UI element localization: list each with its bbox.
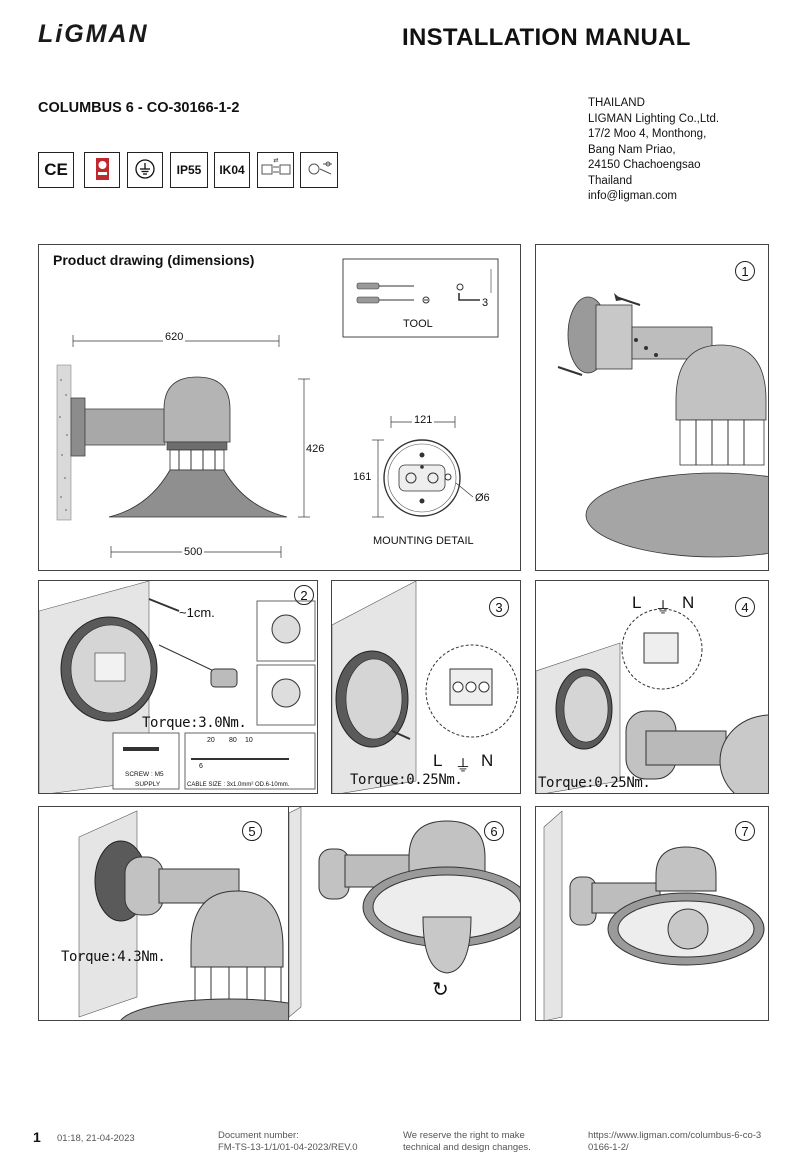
rights-notice: We reserve the right to make technical a… bbox=[403, 1130, 531, 1154]
drawing-heading: Product drawing (dimensions) bbox=[53, 252, 255, 268]
cable-size-label: CABLE SIZE : 3x1.0mm² OD.6-10mm. bbox=[187, 782, 290, 788]
brand-logo: LiGMAN bbox=[38, 20, 149, 48]
strip-length: 10 bbox=[245, 737, 253, 744]
step-number: 5 bbox=[242, 821, 262, 841]
docnum-label: Document number: bbox=[218, 1130, 299, 1141]
step-7-illustration bbox=[543, 810, 765, 1020]
step-6-panel: 6 ↻ bbox=[288, 806, 521, 1021]
dim-mount-height: 161 bbox=[353, 471, 372, 483]
strip-length: 20 bbox=[207, 737, 215, 744]
address-line: Thailand bbox=[588, 174, 633, 187]
address-line: LIGMAN Lighting Co.,Ltd. bbox=[588, 112, 720, 125]
rights-line: technical and design changes. bbox=[403, 1142, 531, 1153]
product-drawing-panel: Product drawing (dimensions) 620 426 500… bbox=[38, 244, 521, 571]
light-source-replace-icon bbox=[300, 152, 338, 188]
step-number: 7 bbox=[735, 821, 755, 841]
address-line: 17/2 Moo 4, Monthong, bbox=[588, 128, 707, 140]
dim-mount-hole: Ø6 bbox=[475, 492, 490, 504]
step-7-panel: 7 bbox=[535, 806, 769, 1021]
dim-mount-width: 121 bbox=[412, 414, 435, 426]
strip-small-length: 6 bbox=[199, 763, 203, 770]
ik-rating-badge: IK04 bbox=[214, 152, 250, 188]
tool-label: TOOL bbox=[403, 318, 433, 330]
rights-line: We reserve the right to make bbox=[403, 1130, 525, 1141]
tool-size: 3 bbox=[482, 297, 489, 309]
step-1-illustration bbox=[557, 293, 768, 558]
torque-label: Torque:3.0Nm. bbox=[142, 715, 247, 731]
step-5-panel: 5 Torque:4.3Nm. bbox=[38, 806, 318, 1021]
step-4-illustration bbox=[536, 608, 768, 793]
step-2-panel: 2 ~1cm. Torque:3.0Nm. SCREW : M5 SUPPLY … bbox=[38, 580, 318, 794]
page-number: 1 bbox=[33, 1129, 41, 1145]
strip-length: 80 bbox=[229, 737, 237, 744]
neutral-label: N bbox=[682, 593, 695, 612]
gap-label: ~1cm. bbox=[179, 605, 215, 620]
mounting-detail-label: MOUNTING DETAIL bbox=[373, 535, 474, 547]
torque-label: Torque:0.25Nm. bbox=[350, 772, 463, 788]
step-2-illustration bbox=[39, 581, 316, 793]
torque-label: Torque:4.3Nm. bbox=[61, 949, 166, 965]
address-email: info@ligman.com bbox=[588, 190, 678, 202]
address-line: THAILAND bbox=[588, 97, 645, 109]
live-label: L bbox=[433, 751, 443, 770]
supply-label: SUPPLY bbox=[135, 781, 161, 788]
dim-width-top: 620 bbox=[163, 331, 186, 343]
ip-rating-badge: IP55 bbox=[170, 152, 208, 188]
dim-height: 426 bbox=[305, 443, 326, 455]
page-title: INSTALLATION MANUAL bbox=[402, 24, 691, 51]
address-line: 24150 Chachoengsao bbox=[588, 159, 701, 171]
step-number: 3 bbox=[489, 597, 509, 617]
step-number: 1 bbox=[735, 261, 755, 281]
step-3-panel: 3 L ⏚ N Torque:0.25Nm. bbox=[331, 580, 521, 794]
step-5-illustration bbox=[78, 810, 317, 1020]
step-6-illustration bbox=[289, 807, 520, 1018]
product-url[interactable]: https://www.ligman.com/columbus-6-co-3 0… bbox=[588, 1130, 761, 1154]
rotate-icon: ↻ bbox=[432, 979, 449, 1001]
screw-label: SCREW : M5 bbox=[125, 771, 164, 778]
dim-width-bottom: 500 bbox=[182, 546, 205, 558]
earth-icon: ⏚ bbox=[455, 758, 472, 775]
step-4-panel: L ⏚ N 4 Torque:0.25Nm. bbox=[535, 580, 769, 794]
live-label: L bbox=[632, 593, 642, 612]
model-name: COLUMBUS 6 - CO-30166-1-2 bbox=[38, 100, 240, 116]
url-line[interactable]: https://www.ligman.com/columbus-6-co-3 bbox=[588, 1130, 762, 1141]
print-date: 01:18, 21-04-2023 bbox=[57, 1133, 135, 1144]
step-1-panel: 1 bbox=[535, 244, 769, 571]
step-3-illustration bbox=[332, 581, 519, 793]
earth-icon: ⏚ bbox=[655, 600, 672, 617]
address-line: Bang Nam Priao, bbox=[588, 143, 676, 156]
product-drawing-svg bbox=[56, 258, 499, 558]
step-number: 2 bbox=[294, 585, 314, 605]
svg-text:⇄: ⇄ bbox=[273, 157, 278, 164]
docnum-value: FM-TS-13-1/1/01-04-2023/REV.0 bbox=[218, 1142, 358, 1153]
neutral-label: N bbox=[481, 751, 494, 770]
driver-replace-icon: ⇄ bbox=[257, 152, 294, 188]
step-number: 4 bbox=[735, 597, 755, 617]
ce-mark-badge: CE bbox=[38, 152, 74, 188]
company-address: THAILAND LIGMAN Lighting Co.,Ltd. 17/2 M… bbox=[588, 96, 719, 205]
torque-label: Torque:0.25Nm. bbox=[538, 775, 651, 791]
earth-class-icon bbox=[127, 152, 163, 188]
step-number: 6 bbox=[484, 821, 504, 841]
document-number: Document number: FM-TS-13-1/1/01-04-2023… bbox=[218, 1130, 358, 1154]
url-line[interactable]: 0166-1-2/ bbox=[588, 1142, 629, 1153]
quality-seal-icon bbox=[84, 152, 120, 188]
